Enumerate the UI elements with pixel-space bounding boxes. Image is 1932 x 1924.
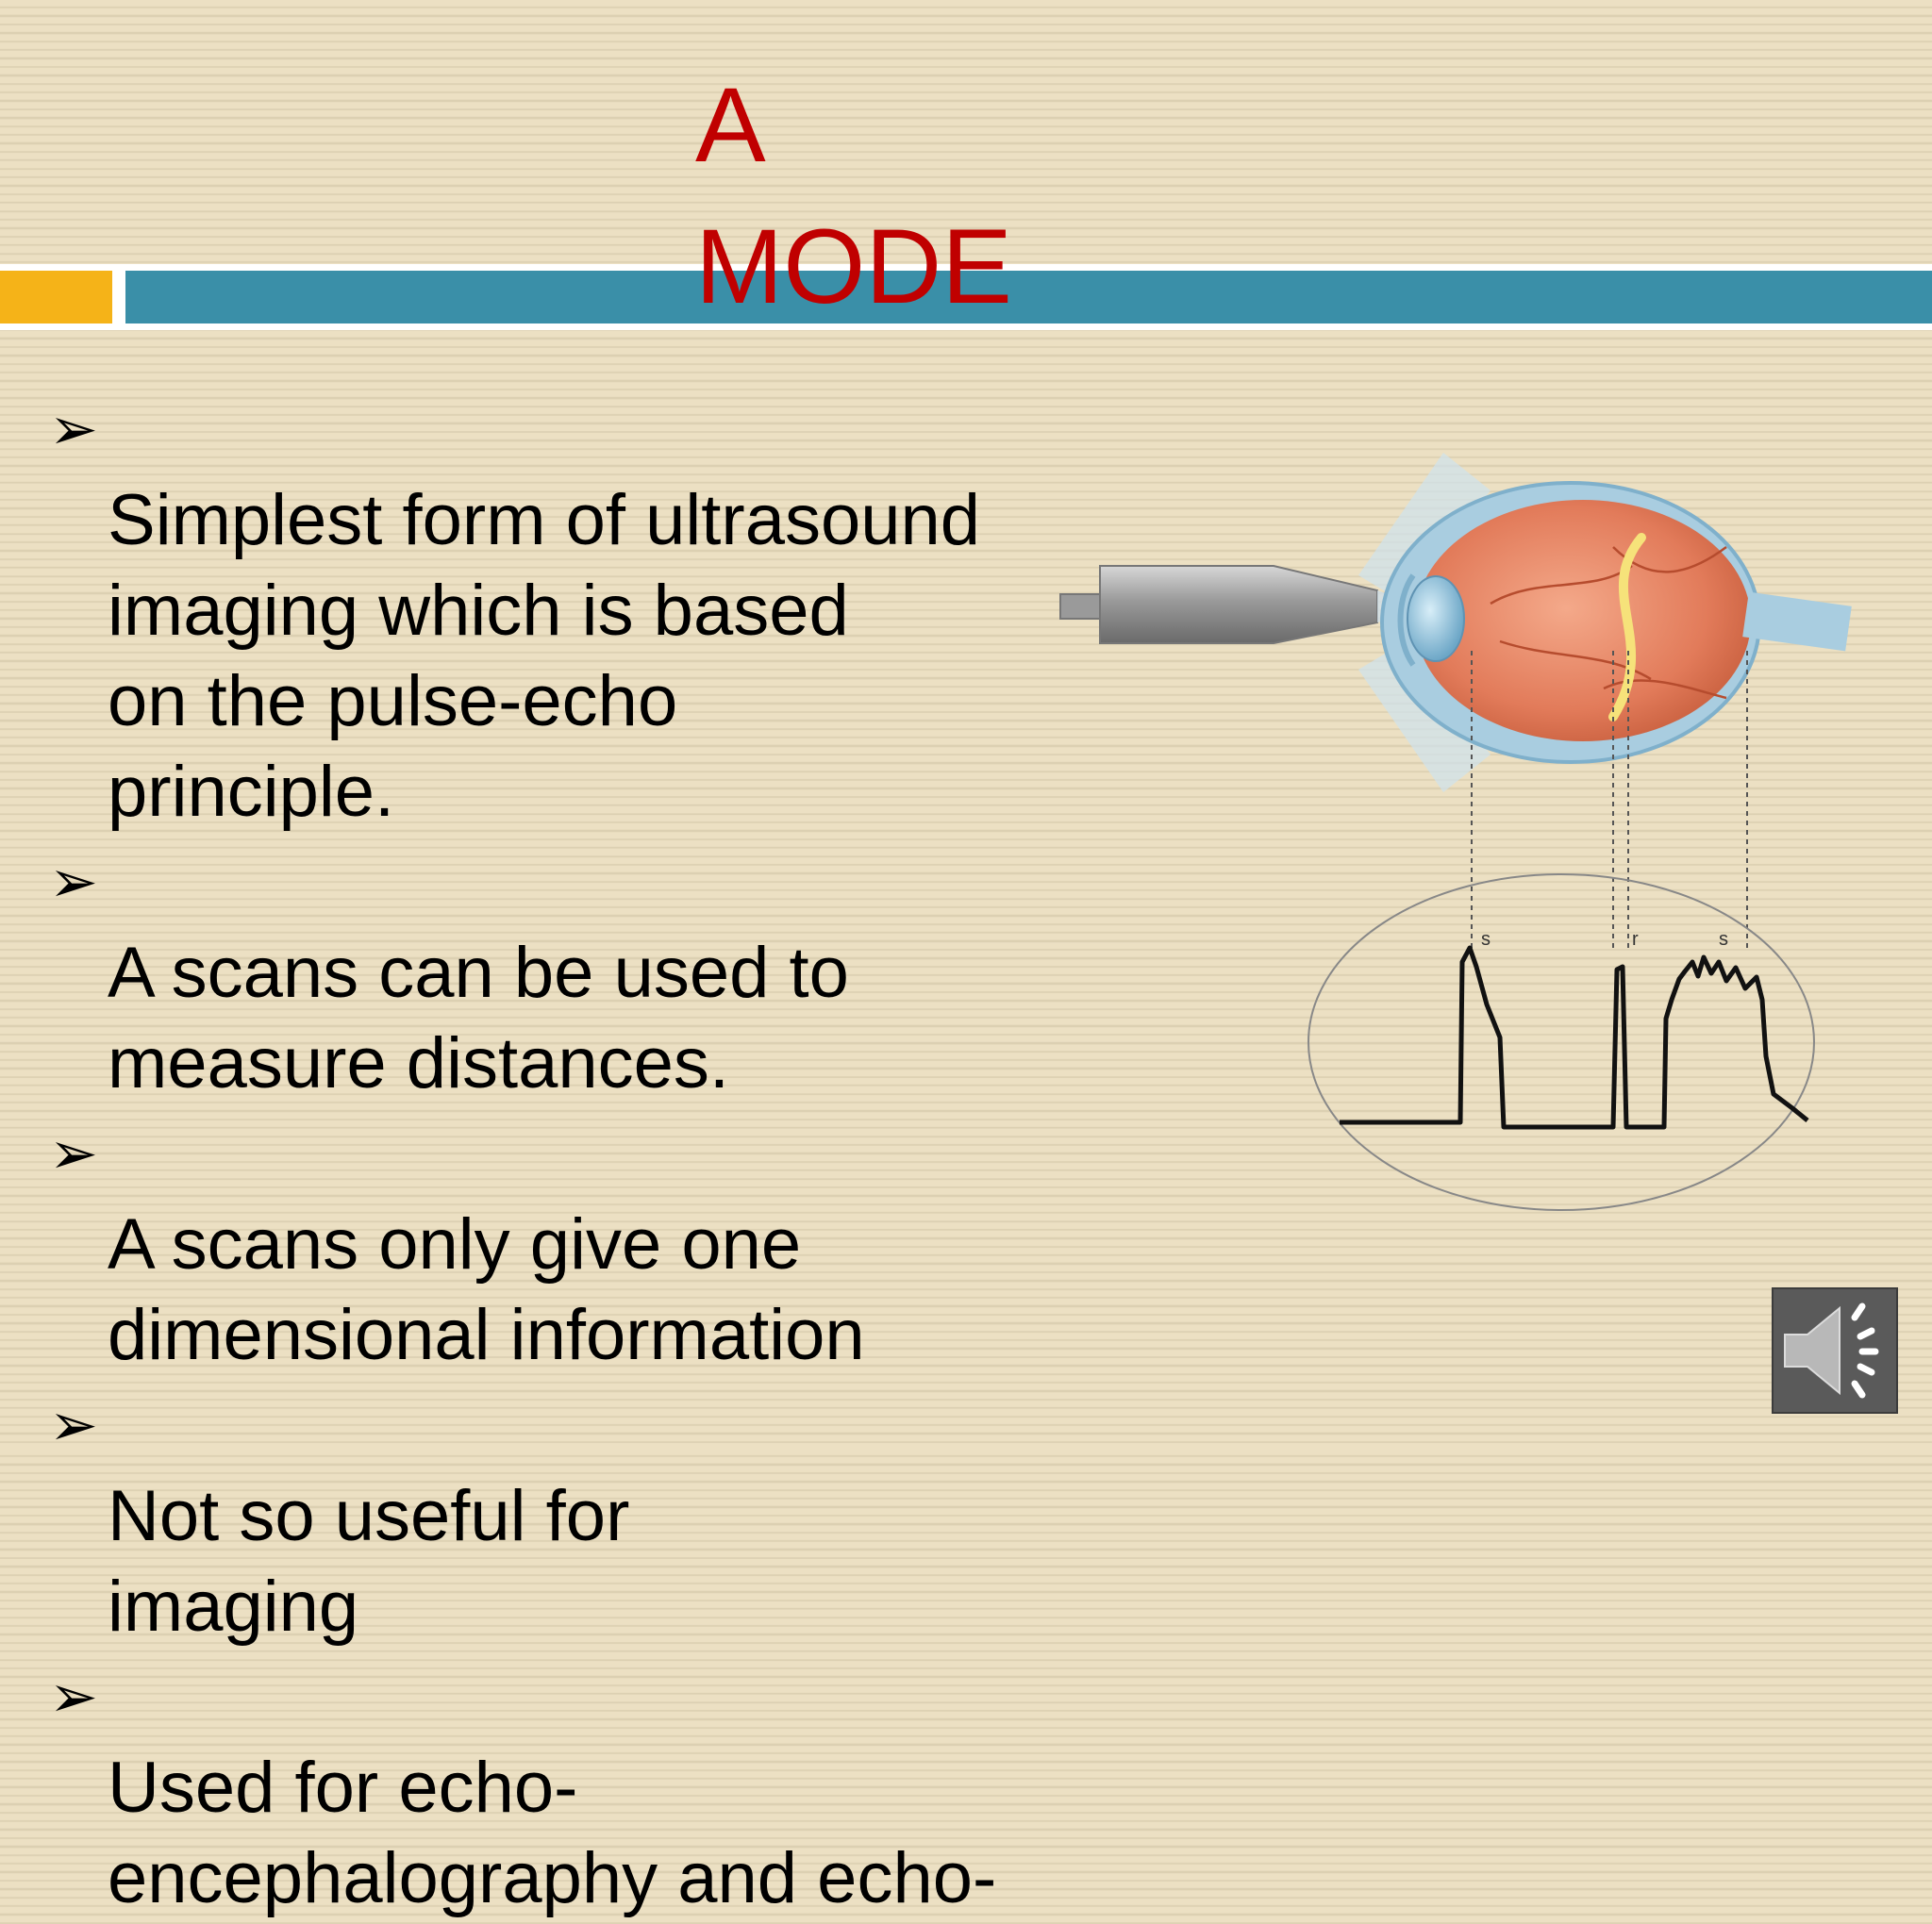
a-scan-trace: [1340, 945, 1809, 1130]
bullet-text: A scans can be used to measure distances…: [108, 933, 849, 1103]
slide: A MODE ➢Simplest form of ultrasound imag…: [0, 66, 1932, 1918]
speaker-icon[interactable]: [1772, 1287, 1898, 1414]
peak-label: s: [1481, 929, 1491, 950]
header-accent-block: [0, 271, 112, 323]
eye-a-scan-diagram: s r s: [1059, 453, 1852, 1211]
arrow-bullet-icon: ➢: [49, 1393, 98, 1458]
bullet-text: A scans only give one dimensional inform…: [108, 1204, 865, 1375]
ultrasound-probe: [1059, 565, 1406, 644]
header-bar: [0, 264, 1932, 330]
arrow-bullet-icon: ➢: [49, 397, 98, 462]
peak-label: s: [1719, 929, 1728, 950]
arrow-bullet-icon: ➢: [49, 1121, 98, 1186]
bullet-item: ➢A scans can be used to measure distance…: [49, 838, 1068, 1109]
bullet-text: Not so useful for imaging: [108, 1476, 630, 1647]
header-band: [125, 271, 1932, 323]
eye-cross-section: [1358, 453, 1852, 792]
projection-lines: [1471, 651, 1748, 948]
arrow-bullet-icon: ➢: [49, 1665, 98, 1730]
bullet-item: ➢Used for echo- encephalography and echo…: [49, 1652, 1068, 1924]
bullet-text: Used for echo- encephalography and echo-: [108, 1748, 997, 1918]
bullet-text: Simplest form of ultrasound imaging whic…: [108, 480, 981, 832]
slide-title: A MODE: [695, 66, 1012, 325]
peak-label: r: [1632, 929, 1639, 950]
bullet-item: ➢A scans only give one dimensional infor…: [49, 1109, 1068, 1381]
bullet-item: ➢ Not so useful for imaging: [49, 1381, 1068, 1652]
scan-display-ellipse: [1307, 873, 1815, 1211]
bullet-list: ➢Simplest form of ultrasound imaging whi…: [49, 385, 1068, 1924]
bullet-item: ➢Simplest form of ultrasound imaging whi…: [49, 385, 1068, 838]
arrow-bullet-icon: ➢: [49, 850, 98, 915]
